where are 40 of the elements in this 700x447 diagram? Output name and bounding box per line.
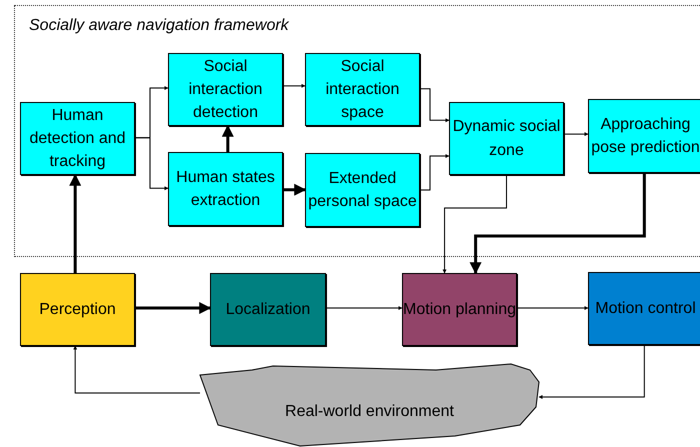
node-label: Dynamic social zone — [452, 117, 562, 160]
process-box — [588, 99, 700, 173]
process-box — [449, 102, 564, 175]
process-box — [305, 153, 420, 227]
node-label: Human states extraction — [175, 168, 276, 211]
process-box — [210, 273, 326, 346]
arrow — [283, 184, 306, 196]
arrow — [134, 137, 168, 190]
process-box — [20, 273, 135, 346]
arrow — [69, 174, 82, 273]
node-label: Real-world environment — [285, 402, 454, 422]
arrow — [73, 346, 200, 394]
arrow — [135, 302, 212, 314]
node-label: Social interaction space — [324, 56, 400, 124]
process-box — [305, 53, 420, 126]
process-box — [588, 272, 700, 345]
arrow — [442, 174, 507, 274]
process-box — [168, 53, 283, 126]
dotted-frame — [14, 5, 700, 257]
arrow — [326, 306, 402, 310]
node-label: Motion control — [595, 298, 696, 319]
process-box — [20, 102, 135, 175]
arrow — [564, 132, 588, 136]
process-box — [168, 152, 283, 226]
arrow — [420, 154, 450, 190]
arrow — [516, 306, 588, 310]
node-label: Motion planning — [403, 300, 516, 320]
frame-title: Socially aware navigation framework — [29, 16, 289, 36]
arrow — [538, 344, 645, 399]
node-label: Perception — [39, 300, 116, 320]
arrow — [282, 84, 306, 88]
arrow — [470, 173, 646, 274]
process-box — [402, 273, 517, 346]
arrow — [420, 88, 450, 122]
node-label: Localization — [226, 300, 310, 320]
node-label: Human detection and tracking — [28, 106, 127, 172]
node-label: Social interaction detection — [188, 56, 264, 124]
node-label: Extended personal space — [307, 168, 418, 212]
arrow — [222, 124, 234, 152]
node-label: Approaching pose prediction — [590, 114, 700, 158]
